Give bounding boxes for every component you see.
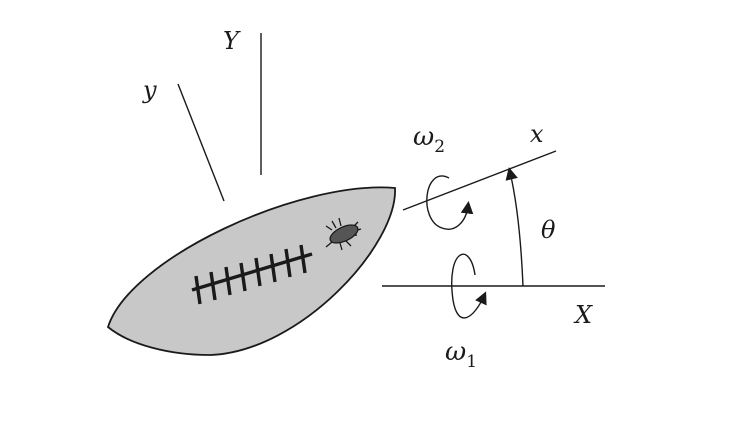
omega2-subscript: 2 xyxy=(434,137,445,157)
omega2-rotation-arrow xyxy=(426,175,474,230)
omega1-subscript: 1 xyxy=(466,352,477,372)
omega1-rotation-arrow xyxy=(451,253,487,319)
omega1-symbol: ω xyxy=(445,337,466,367)
football-icon xyxy=(106,186,396,356)
theta-label: θ xyxy=(541,216,556,244)
x-axis-line xyxy=(402,150,557,211)
bug-icon xyxy=(325,217,362,251)
rotation-arrow-icon xyxy=(426,175,474,230)
omega1-label: ω1 xyxy=(445,337,477,372)
laces xyxy=(191,244,313,305)
Y-axis-label: Y xyxy=(223,27,241,55)
x-axis-label: x xyxy=(530,120,544,148)
rotation-arrow-icon xyxy=(451,253,487,319)
omega2-symbol: ω xyxy=(413,122,434,152)
X-axis-label: X xyxy=(573,301,593,329)
theta-arc-arrow xyxy=(505,167,524,287)
omega2-label: ω2 xyxy=(413,122,445,157)
y-axis-line xyxy=(177,83,225,202)
y-axis-label: y xyxy=(142,76,157,104)
